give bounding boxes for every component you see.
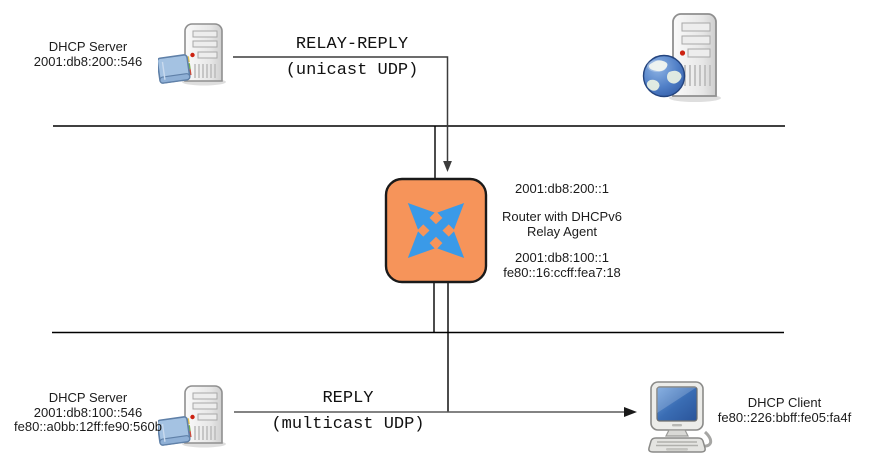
node-address: 2001:db8:200::546 [33, 53, 143, 69]
reply-arrowhead-icon [624, 407, 637, 417]
node-name: DHCP Client [747, 395, 822, 410]
reply-transport: (multicast UDP) [271, 415, 425, 434]
router-icon [384, 177, 488, 284]
book-icon [158, 54, 192, 84]
dhcp-server-bottom-icon [158, 385, 226, 448]
relay-reply-arrow-line [233, 56, 449, 161]
router-lower-addresses: 2001:db8:100::1 fe80::16:ccff:fea7:18 [503, 250, 621, 280]
dhcp-server-bottom-label: DHCP Server 2001:db8:100::546 fe80::a0bb… [3, 390, 173, 435]
node-address: 2001:db8:100::546 [33, 404, 143, 420]
dhcp-server-top-label: DHCP Server 2001:db8:200::546 [8, 39, 168, 69]
relay-reply-transport: (unicast UDP) [285, 61, 419, 80]
router-label: Router with DHCPv6 Relay Agent [502, 209, 622, 239]
dhcp-server-top-icon [158, 23, 226, 86]
dhcp-client-icon [648, 381, 713, 453]
node-name: DHCP Server [48, 390, 128, 405]
node-name: DHCP Server [48, 39, 128, 54]
dhcp-client-label: DHCP Client fe80::226:bbff:fe05:fa4f [697, 395, 869, 425]
globe-icon [642, 54, 686, 98]
web-server-icon [642, 13, 721, 102]
node-link-local: fe80::a0bb:12ff:fe90:560b [14, 419, 162, 434]
reply-message-name: REPLY [322, 389, 374, 408]
book-icon [158, 416, 192, 446]
node-address: fe80::226:bbff:fe05:fa4f [717, 409, 852, 425]
router-upper-address: 2001:db8:200::1 [515, 181, 609, 196]
relay-reply-message-name: RELAY-REPLY [295, 35, 409, 54]
relay-reply-arrowhead-icon [443, 161, 452, 172]
